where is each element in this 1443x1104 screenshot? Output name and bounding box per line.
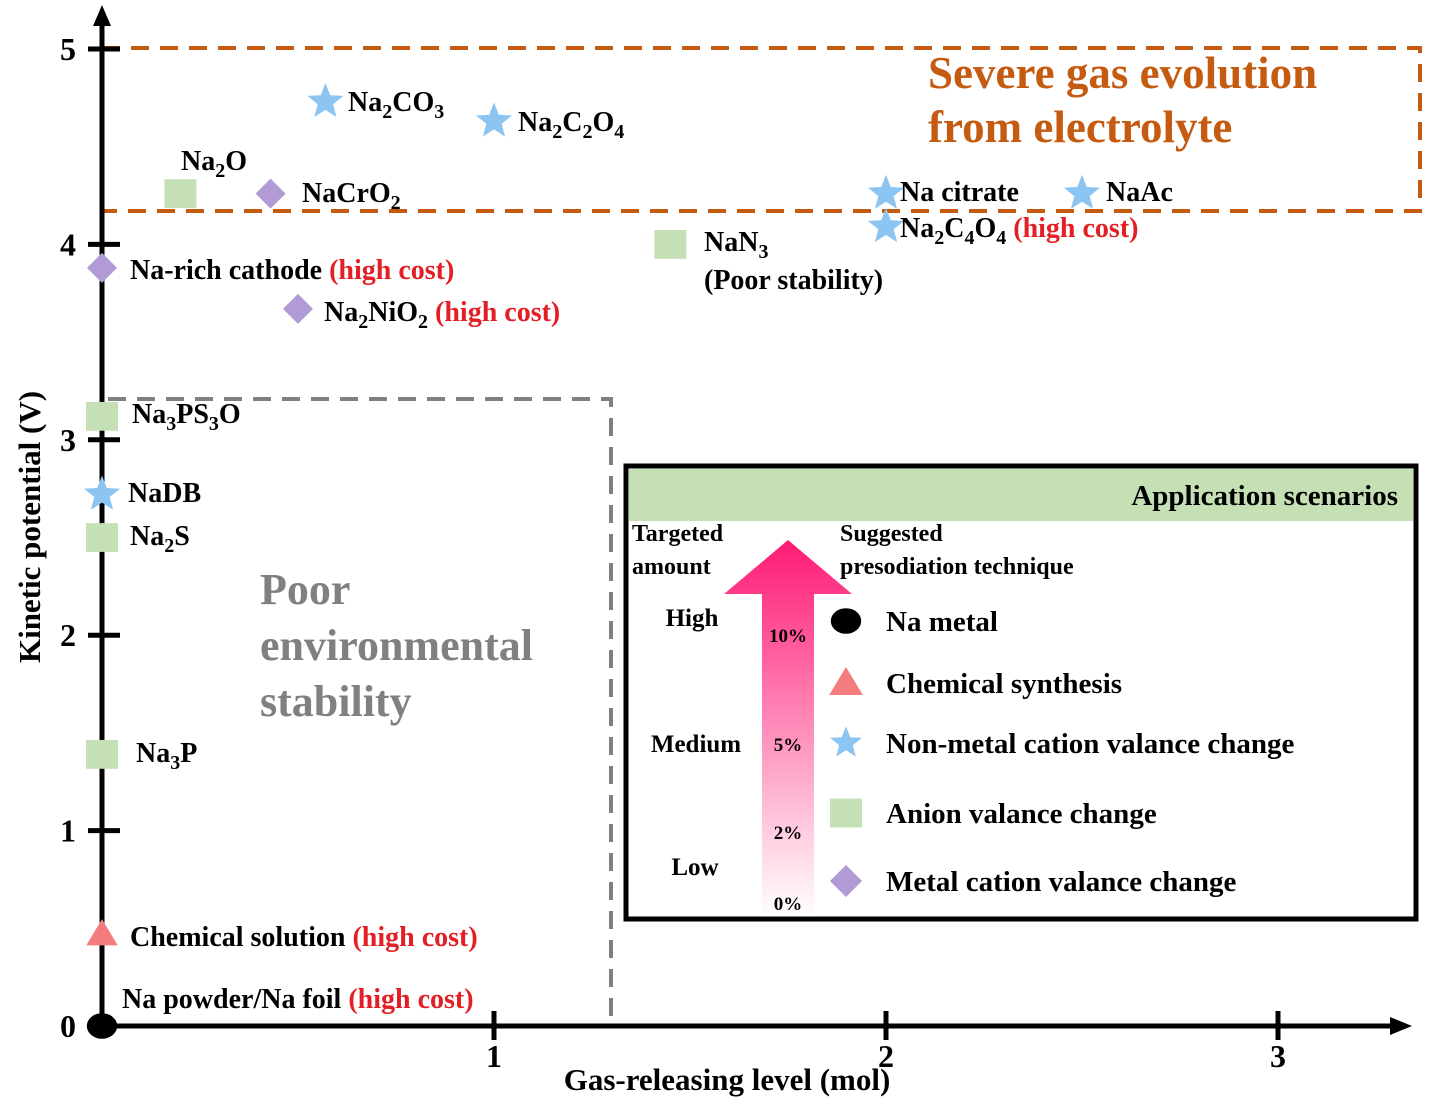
legend-header-bar [629, 469, 1413, 521]
data-point [476, 102, 512, 137]
data-point [868, 207, 904, 243]
axis-ticks: 0 1 2 3 4 5 1 2 3 [60, 31, 1286, 1074]
poor-stability-label-3: stability [260, 677, 412, 726]
data-point [164, 179, 197, 208]
legend-entry-label: Chemical synthesis [886, 668, 1122, 700]
y-axis [93, 5, 111, 1026]
label-na2o: Na2O [181, 146, 247, 182]
legend-marker [830, 798, 862, 828]
legend-marker [830, 608, 862, 634]
label-na2co3: Na2CO3 [348, 87, 444, 123]
data-point [86, 401, 118, 431]
severe-gas-label-line2: from electrolyte [928, 102, 1232, 152]
y-tick-label: 3 [60, 422, 76, 458]
level-high: High [666, 605, 719, 632]
label-nan3-note: (Poor stability) [704, 265, 883, 296]
legend-entry-label: Anion valance change [886, 798, 1157, 830]
severe-gas-label-line1: Severe gas evolution [928, 48, 1317, 98]
pct-5: 5% [774, 735, 803, 756]
pct-10: 10% [769, 626, 807, 647]
legend-entry-label: Metal cation valance change [886, 866, 1236, 898]
x-tick-label: 2 [878, 1038, 894, 1074]
legend-frame [623, 463, 1419, 922]
data-points [84, 82, 1100, 1039]
data-point [654, 230, 687, 259]
label-nadb: NaDB [128, 478, 201, 509]
data-point [283, 293, 313, 324]
y-tick-label: 1 [60, 813, 76, 849]
label-na2c4o4: Na2C4O4 (high cost) [900, 213, 1138, 249]
y-tick-label: 4 [60, 226, 76, 262]
legend-entry-label: Non-metal cation valance change [886, 728, 1294, 760]
y-tick-label: 2 [60, 617, 76, 653]
data-point [87, 252, 117, 283]
legend-marker [830, 726, 862, 757]
data-point [86, 739, 118, 769]
legend-marker [830, 865, 862, 897]
label-na3p: Na3P [136, 738, 197, 774]
y-axis-title: Kinetic potential (V) [12, 391, 47, 663]
label-na-powder: Na powder/Na foil (high cost) [122, 984, 474, 1015]
legend-col2-header-2: presodiation technique [840, 554, 1074, 580]
pct-2: 2% [774, 823, 803, 844]
level-medium: Medium [651, 731, 741, 758]
x-axis-title: Gas-releasing level (mol) [564, 1062, 891, 1097]
x-axis [102, 1017, 1412, 1035]
label-na2nio2: Na2NiO2 (high cost) [324, 297, 560, 333]
label-chemical-solution: Chemical solution (high cost) [130, 922, 478, 953]
data-point [86, 523, 118, 552]
label-nan3: NaN3 [704, 227, 768, 263]
poor-stability-label-1: Poor [260, 565, 350, 614]
legend-marker [829, 667, 863, 695]
data-point [84, 475, 120, 510]
x-tick-label: 1 [486, 1038, 502, 1074]
data-point [255, 178, 286, 209]
data-point [86, 1013, 118, 1039]
legend-col1-header-2: amount [632, 554, 711, 580]
data-point [1064, 174, 1100, 209]
data-point [307, 82, 344, 117]
y-tick-label: 5 [60, 31, 76, 67]
point-labels: Na powder/Na foil (high cost) Chemical s… [122, 87, 1173, 1015]
legend-title: Application scenarios [1131, 480, 1398, 512]
label-naac: NaAc [1106, 177, 1173, 208]
pct-0: 0% [774, 894, 803, 915]
data-point [868, 174, 904, 209]
y-tick-label: 0 [60, 1008, 76, 1044]
label-na-citrate: Na citrate [900, 177, 1019, 208]
label-na2c2o4: Na2C2O4 [518, 107, 624, 143]
amount-arrow [724, 540, 852, 916]
x-tick-label: 3 [1270, 1038, 1286, 1074]
level-low: Low [671, 854, 718, 881]
legend-entry-label: Na metal [886, 606, 998, 638]
label-nacro2: NaCrO2 [302, 178, 401, 214]
legend-col1-header-1: Targeted [632, 521, 724, 547]
label-na-rich-cathode: Na-rich cathode (high cost) [130, 255, 454, 286]
poor-stability-region [108, 397, 613, 1022]
label-na3ps3o: Na3PS3O [132, 399, 241, 435]
legend-col2-header-1: Suggested [840, 521, 943, 547]
legend-panel: Application scenarios Targeted amount Su… [623, 463, 1419, 922]
poor-stability-label-2: environmental [260, 621, 533, 670]
data-point [86, 919, 118, 946]
label-na2s: Na2S [130, 521, 190, 557]
